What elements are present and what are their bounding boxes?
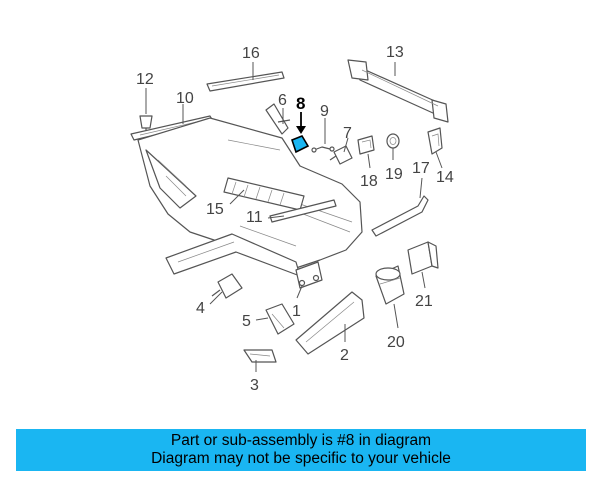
part-3-lower-clip xyxy=(243,349,277,363)
part-8-reflector xyxy=(291,135,310,154)
part-1-center-bracket xyxy=(295,261,323,289)
callout-2: 2 xyxy=(340,347,349,364)
banner-line-part: Part or sub-assembly is #8 in diagram xyxy=(170,432,432,449)
part-11-lower-strip xyxy=(269,199,337,223)
callout-18: 18 xyxy=(360,173,378,190)
callout-7: 7 xyxy=(343,125,352,142)
banner-line-disclaimer: Diagram may not be specific to your vehi… xyxy=(151,450,451,467)
part-7-bracket xyxy=(329,145,353,165)
part-16-trim-strip xyxy=(206,71,285,92)
callout-20: 20 xyxy=(387,334,405,351)
callout-13: 13 xyxy=(386,44,404,61)
callout-4: 4 xyxy=(196,300,205,317)
callout-3: 3 xyxy=(250,377,259,394)
callout-14: 14 xyxy=(436,169,454,186)
callout-12: 12 xyxy=(136,71,154,88)
callout-15: 15 xyxy=(206,201,224,218)
callout-17: 17 xyxy=(412,160,430,177)
callout-5: 5 xyxy=(242,313,251,330)
parts-diagram: 16 13 12 10 6 8 9 7 18 19 14 17 15 11 1 … xyxy=(130,44,454,394)
part-17-side-trim xyxy=(371,195,429,237)
part-6-bracket xyxy=(265,103,291,135)
part-18-mount xyxy=(357,135,375,155)
part-14-bracket xyxy=(427,127,443,155)
part-21-module xyxy=(407,241,439,275)
part-9-wire xyxy=(311,146,335,153)
part-5-bracket xyxy=(265,303,295,335)
callout-6: 6 xyxy=(278,92,287,109)
part-20-sensor-housing xyxy=(375,265,405,305)
info-banner: Part or sub-assembly is #8 in diagram Di… xyxy=(16,429,586,471)
callout-9: 9 xyxy=(320,103,329,120)
callout-10: 10 xyxy=(176,90,194,107)
part-4-bracket xyxy=(211,273,243,299)
callout-19: 19 xyxy=(385,166,403,183)
callout-1: 1 xyxy=(292,303,301,320)
callout-8: 8 xyxy=(296,94,305,113)
callout-16: 16 xyxy=(242,45,260,62)
part-19-grommet xyxy=(386,133,400,149)
part-13-impact-bar xyxy=(347,59,449,123)
callout-21: 21 xyxy=(415,293,433,310)
part-2-diffuser xyxy=(295,291,365,355)
leader-lines xyxy=(145,62,443,372)
callout-11: 11 xyxy=(246,209,263,226)
